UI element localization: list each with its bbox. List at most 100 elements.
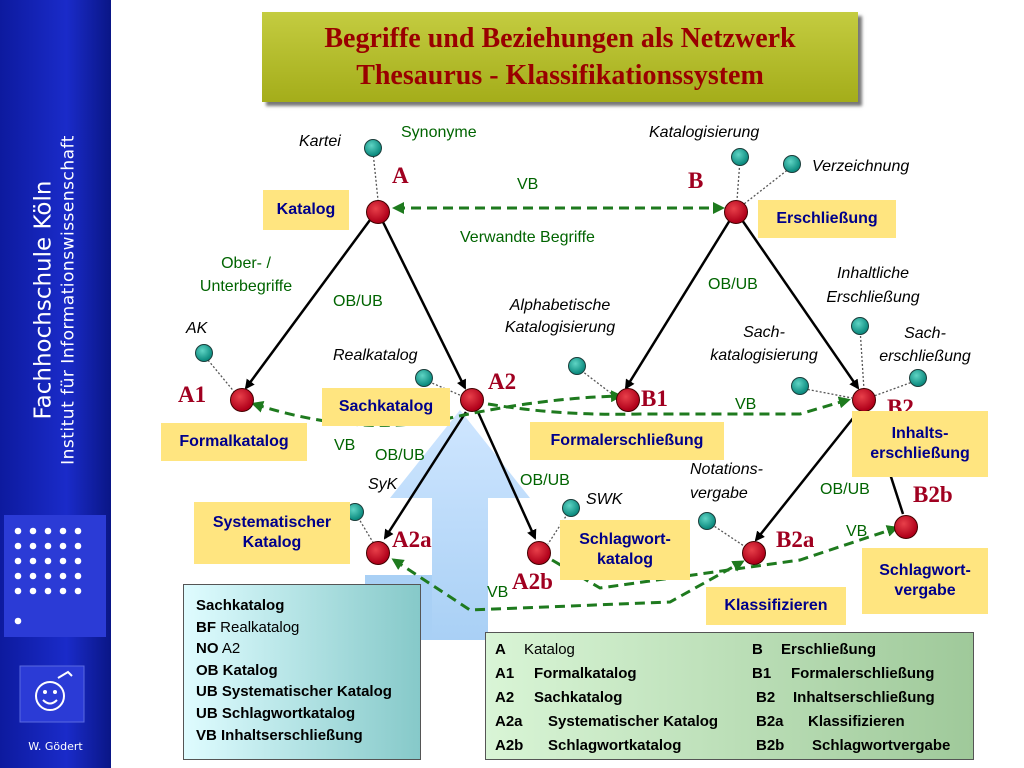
legend-term: Sachkatalog <box>196 597 285 614</box>
node-B[interactable] <box>724 200 748 224</box>
node-A2b[interactable] <box>527 541 551 565</box>
legend-value: A2 <box>221 640 241 658</box>
legend-key: UB <box>196 704 218 722</box>
relation-obub-a2: OB/UB <box>375 447 425 464</box>
syn-line-katalogisierung <box>736 159 741 201</box>
node-A1[interactable] <box>230 388 254 412</box>
box-katalog: Katalog <box>263 190 349 230</box>
box-formalkatalog: Formalkatalog <box>161 423 307 461</box>
legend-label: Schlagwortvergabe <box>812 737 951 754</box>
legend-entry-row: BF Realkatalog <box>196 617 420 639</box>
relation-obub-a2b: OB/UB <box>520 472 570 489</box>
legend-entry-row: UB Systematischer Katalog <box>196 681 420 703</box>
dot-grid-icon <box>14 527 82 625</box>
dot-pattern <box>4 515 106 637</box>
legend-label: Klassifizieren <box>808 713 905 730</box>
term-sach-katalogisierung: Sach-katalogisierung <box>710 324 818 364</box>
term-kartei: Kartei <box>299 133 341 150</box>
term-swk: SWK <box>586 491 623 508</box>
term-sach-erschliessung: Sach-erschließung <box>879 325 971 365</box>
term-verzeichnung: Verzeichnung <box>812 158 910 175</box>
node-A2[interactable] <box>460 388 484 412</box>
slide-title: Begriffe und Beziehungen als Netzwerk Th… <box>262 12 858 102</box>
term-katalogisierung: Katalogisierung <box>649 124 760 141</box>
term-node-verzeichnung[interactable] <box>783 155 801 173</box>
term-node-sach-erschliessung[interactable] <box>909 369 927 387</box>
node-label-B2a: B2a <box>776 527 815 552</box>
term-node-ak[interactable] <box>195 344 213 362</box>
legend-code: A2a <box>495 713 523 730</box>
syn-line-kartei <box>372 151 379 201</box>
relation-vb-bottom: VB <box>487 584 509 601</box>
legend-key: NO <box>196 640 219 658</box>
legend-code: A2 <box>495 689 515 706</box>
legend-code: A <box>495 641 506 658</box>
thesaurus-entry-legend: Sachkatalog BF Realkatalog NO A2 OB Kata… <box>183 584 421 760</box>
term-node-notations[interactable] <box>698 512 716 530</box>
legend-value: Katalog <box>222 661 278 679</box>
term-node-swk[interactable] <box>562 499 580 517</box>
relation-vb-right: VB <box>735 396 757 413</box>
relation-verwandte: Verwandte Begriffe <box>460 229 595 246</box>
legend-key: OB <box>196 661 219 679</box>
vb-edge-A2-B2 <box>487 396 851 416</box>
legend-label: Katalog <box>524 641 575 658</box>
legend-code: B2b <box>756 737 785 754</box>
legend-entry-row: OB Katalog <box>196 660 420 682</box>
node-A2a[interactable] <box>366 541 390 565</box>
node-label-A2: A2 <box>488 369 517 394</box>
smiley-logo-icon <box>19 665 85 723</box>
term-node-kartei[interactable] <box>364 139 382 157</box>
box-sachkatalog: Sachkatalog <box>322 388 450 426</box>
node-label-B: B <box>688 168 704 193</box>
node-B1[interactable] <box>616 388 640 412</box>
sidebar: Fachhochschule Köln Institut für Informa… <box>0 0 111 768</box>
author: W. Gödert <box>28 740 83 753</box>
box-formalerschliessung: Formalerschließung <box>530 422 724 460</box>
box-schlagwortkatalog: Schlagwort-katalog <box>560 520 690 580</box>
legend-value: Inhaltserschließung <box>221 726 363 744</box>
term-node-alphabetische[interactable] <box>568 357 586 375</box>
legend-value: Systematischer Katalog <box>221 683 392 701</box>
relation-obub-b2: OB/UB <box>820 481 870 498</box>
legend-value: Schlagwortkatalog <box>221 704 356 722</box>
syn-line-inhaltliche <box>859 327 865 391</box>
term-node-katalogisierung[interactable] <box>731 148 749 166</box>
legend-entry-row: UB Schlagwortkatalog <box>196 703 420 725</box>
notation-legend: A Katalog B Erschließung A1 Formalkatalo… <box>485 632 974 760</box>
relation-vb-top: VB <box>517 176 539 193</box>
legend-entry-row: VB Inhaltserschließung <box>196 725 420 747</box>
term-alphabetische: Alphabetische Katalogisierung <box>504 297 616 336</box>
legend-label: Inhaltserschließung <box>793 689 935 706</box>
legend-label: Formalkatalog <box>534 665 637 682</box>
relation-obub-b: OB/UB <box>708 276 758 293</box>
syn-line-verzeichnung <box>743 167 791 205</box>
institution-name: Fachhochschule Köln <box>30 180 57 420</box>
legend-entry-row: NO A2 <box>196 638 420 660</box>
term-node-inhaltliche[interactable] <box>851 317 869 335</box>
node-A[interactable] <box>366 200 390 224</box>
term-notationsvergabe: Notations-vergabe <box>690 461 763 502</box>
box-schlagwortvergabe: Schlagwort-vergabe <box>862 548 988 614</box>
term-syk: SyK <box>368 476 398 493</box>
box-inhaltserschliessung: Inhalts-erschließung <box>852 411 988 477</box>
term-node-sach-katalogisierung[interactable] <box>791 377 809 395</box>
legend-code: B2 <box>756 689 776 706</box>
legend-code: B2a <box>756 713 784 730</box>
node-label-A1: A1 <box>178 382 207 407</box>
legend-label: Systematischer Katalog <box>548 713 719 730</box>
legend-label: Formalerschließung <box>791 665 935 682</box>
node-B2a[interactable] <box>742 541 766 565</box>
node-B2[interactable] <box>852 388 876 412</box>
node-label-B2b: B2b <box>913 482 953 507</box>
node-label-A: A <box>392 163 409 188</box>
legend-key: BF <box>196 618 216 636</box>
legend-code: A2b <box>495 737 524 754</box>
relation-vb-left: VB <box>334 437 356 454</box>
node-B2b[interactable] <box>894 515 918 539</box>
box-systematischer-katalog: Systematischer Katalog <box>194 502 350 564</box>
node-label-B1: B1 <box>641 386 668 411</box>
legend-label: Sachkatalog <box>534 689 623 706</box>
term-node-realkatalog[interactable] <box>415 369 433 387</box>
node-label-A2a: A2a <box>392 527 432 552</box>
